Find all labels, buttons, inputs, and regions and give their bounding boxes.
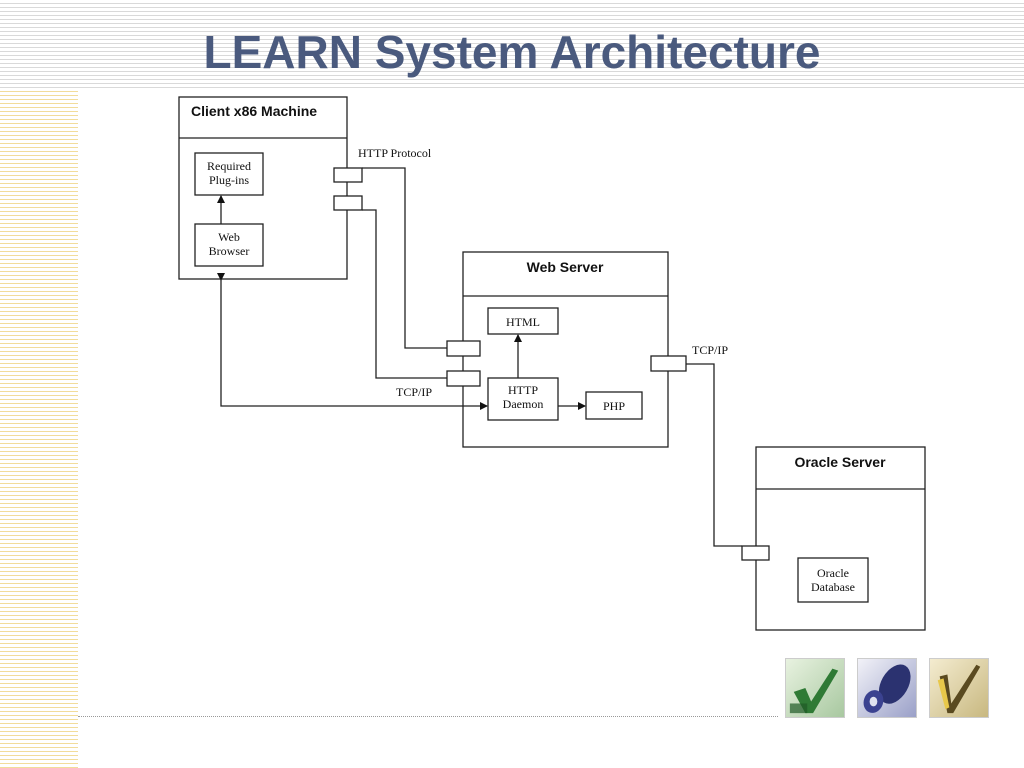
http-connection-1 — [362, 167, 447, 349]
web-server-box — [462, 251, 669, 448]
html-label: HTML — [506, 315, 540, 329]
plugins-label-line2: Plug-ins — [209, 173, 249, 187]
client-machine-title: Client x86 Machine — [191, 103, 317, 119]
left-margin-stripes — [0, 88, 78, 768]
oracle-db-label-line1: Oracle — [817, 566, 849, 580]
web-browser-box — [194, 223, 264, 267]
tcpip-client-web-label: TCP/IP — [396, 385, 432, 399]
client-port-2 — [333, 195, 363, 211]
slide-title: LEARN System Architecture — [203, 26, 821, 78]
oracle-db-label-line2: Database — [811, 580, 855, 594]
http-daemon-box — [487, 377, 559, 421]
browser-label-line1: Web — [218, 230, 240, 244]
oracle-server-box — [755, 446, 926, 631]
web-port-3 — [650, 355, 687, 372]
footer-divider — [78, 716, 778, 717]
header-stripes — [0, 0, 1024, 88]
html-box — [487, 307, 559, 335]
tcpip-web-oracle-label: TCP/IP — [692, 343, 728, 357]
browser-label-line2: Browser — [209, 244, 250, 258]
daemon-label-line2: Daemon — [503, 397, 544, 411]
client-port-1 — [333, 167, 363, 183]
web-port-2 — [446, 370, 481, 387]
plugins-label-line1: Required — [207, 159, 251, 173]
tcpip-web-oracle-line — [686, 363, 742, 547]
plugins-box — [194, 152, 264, 196]
oracle-port — [741, 545, 770, 561]
oracle-server-title: Oracle Server — [794, 454, 886, 470]
http-protocol-label: HTTP Protocol — [358, 146, 432, 160]
php-box — [585, 391, 643, 420]
checkmark-icon — [785, 658, 845, 718]
disc-icon — [857, 658, 917, 718]
oracle-database-box — [797, 557, 869, 603]
pen-checkmark-icon — [929, 658, 989, 718]
php-label: PHP — [603, 399, 625, 413]
daemon-label-line1: HTTP — [508, 383, 538, 397]
browser-daemon-tcpip-line — [217, 273, 488, 410]
web-server-title: Web Server — [527, 259, 604, 275]
web-port-1 — [446, 340, 481, 357]
